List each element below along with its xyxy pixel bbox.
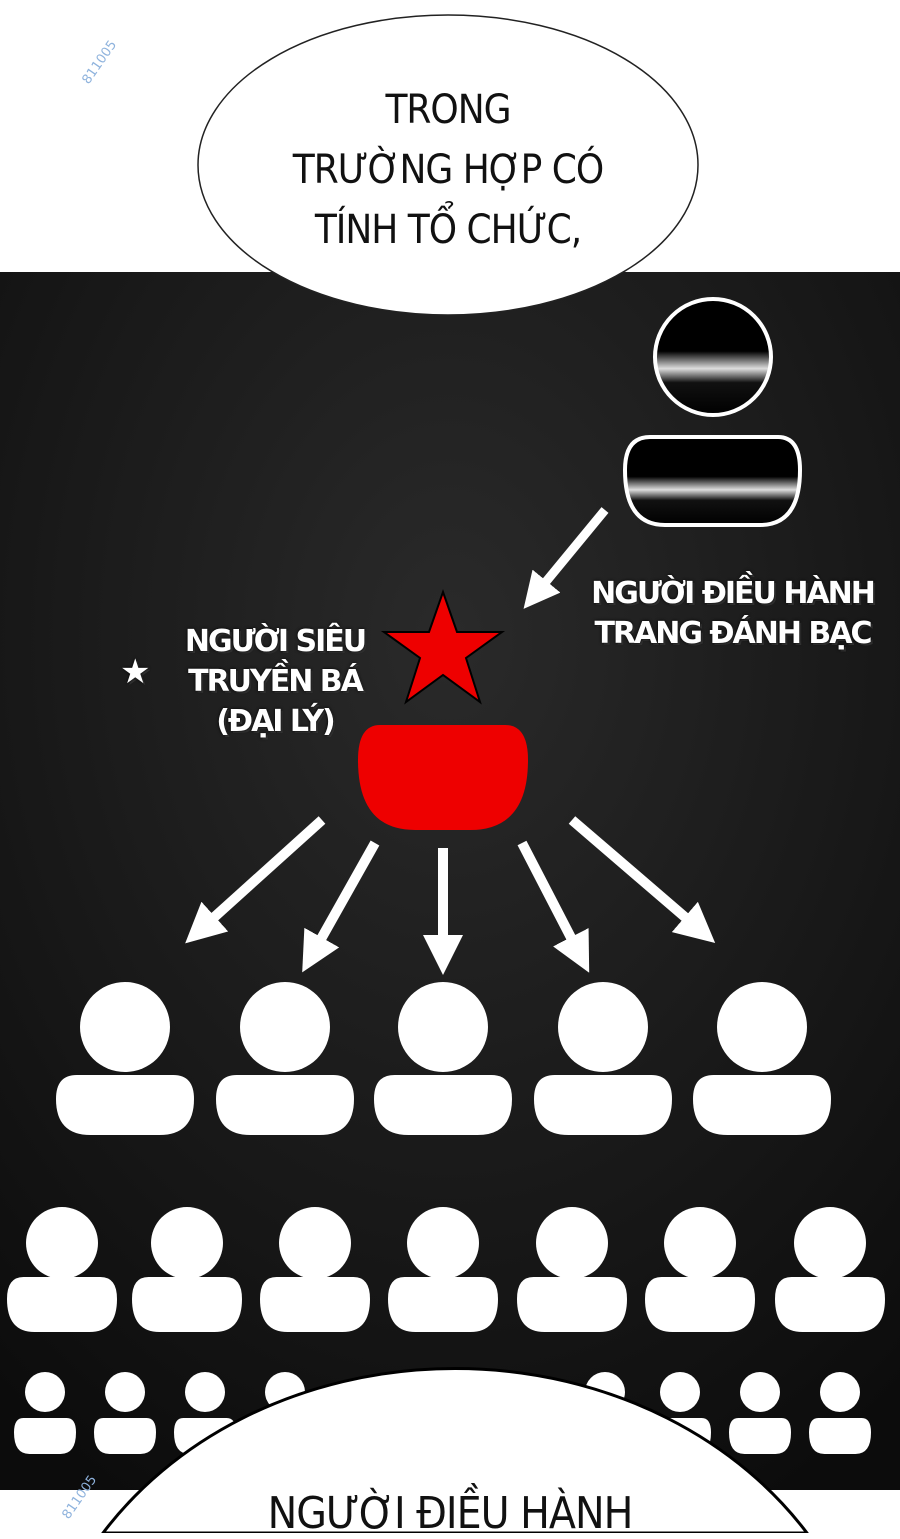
person-icon (260, 1207, 370, 1332)
agent-label: NGƯỜI SIÊU TRUYỀN BÁ (ĐẠI LÝ) (160, 622, 390, 742)
bubble-line: TRƯỜNG HỢP CÓ (292, 147, 604, 193)
followers (7, 982, 885, 1454)
person-icon (729, 1372, 791, 1454)
label-line: NGƯỜI SIÊU (184, 624, 367, 659)
person-icon (132, 1207, 242, 1332)
bubble-line: TRONG (385, 87, 511, 133)
person-icon (775, 1207, 885, 1332)
person-icon (374, 982, 512, 1135)
bubble-line: TÍNH TỔ CHỨC, (314, 207, 582, 253)
label-line: TRANG ĐÁNH BẠC (594, 616, 872, 651)
label-line: TRUYỀN BÁ (188, 664, 364, 699)
bottom-speech-bubble (101, 1367, 809, 1533)
person-icon (94, 1372, 156, 1454)
person-icon (693, 982, 831, 1135)
person-icon (534, 982, 672, 1135)
person-icon (174, 1372, 236, 1454)
operator-label: NGƯỜI ĐIỀU HÀNH TRANG ĐÁNH BẠC (575, 574, 890, 654)
person-icon (7, 1207, 117, 1332)
agent-figure (358, 588, 528, 830)
bottom-bubble-text: NGƯỜI ĐIỀU HÀNH (267, 1488, 634, 1539)
person-icon (216, 982, 354, 1135)
label-line: (ĐẠI LÝ) (216, 704, 336, 739)
person-icon (388, 1207, 498, 1332)
top-speech-bubble (197, 14, 699, 316)
operator-figure (622, 297, 803, 527)
arrows-down (185, 816, 716, 975)
person-icon (645, 1207, 755, 1332)
red-star-icon (380, 588, 506, 705)
star-marker-icon: ★ (120, 652, 151, 692)
person-icon (809, 1372, 871, 1454)
person-icon (14, 1372, 76, 1454)
top-bubble-text: TRONG TRƯỜNG HỢP CÓ TÍNH TỔ CHỨC, (248, 80, 648, 260)
arrow-operator-to-agent (523, 507, 609, 609)
person-icon (517, 1207, 627, 1332)
person-icon (56, 982, 194, 1135)
label-line: NGƯỜI ĐIỀU HÀNH (591, 576, 876, 611)
